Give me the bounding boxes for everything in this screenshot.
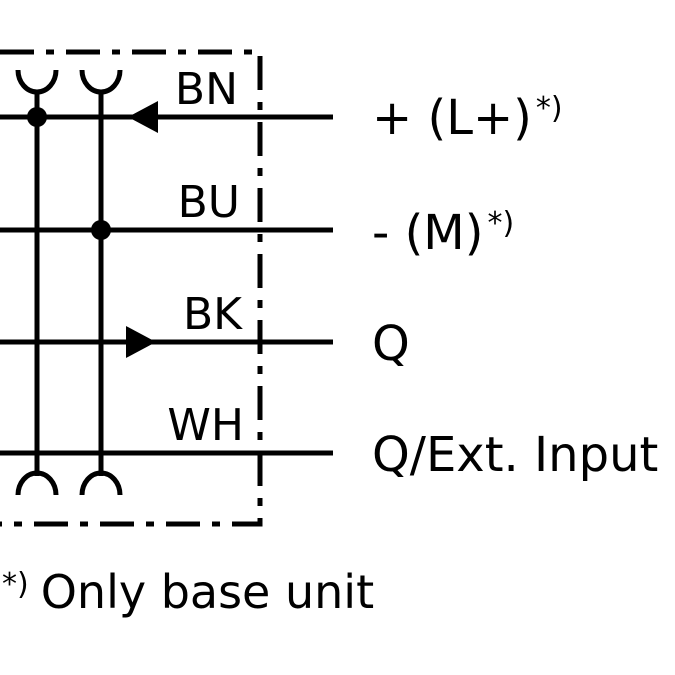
input-arrow-icon <box>128 101 158 133</box>
signal-label-bu: - (M)*) <box>372 205 514 261</box>
footnote: *)Only base unit <box>2 565 374 619</box>
signal-label-bk: Q <box>372 316 410 372</box>
connector-top-left-icon <box>15 69 59 95</box>
connector-bottom-right-icon <box>79 470 123 496</box>
wire-code-bu: BU <box>178 177 240 228</box>
wire-code-bk: BK <box>183 289 243 340</box>
junction-dot-bn <box>27 107 47 127</box>
housing-boundary <box>0 49 263 527</box>
signal-label-wh: Q/Ext. Input <box>372 427 658 483</box>
connector-bottom-left-icon <box>15 470 59 496</box>
signal-label-bn: + (L+)*) <box>372 90 563 146</box>
junction-dot-bu <box>91 220 111 240</box>
wire-code-bn: BN <box>175 64 238 115</box>
connector-top-right-icon <box>79 69 123 95</box>
wire-code-wh: WH <box>167 400 244 451</box>
output-arrow-icon <box>126 326 156 358</box>
